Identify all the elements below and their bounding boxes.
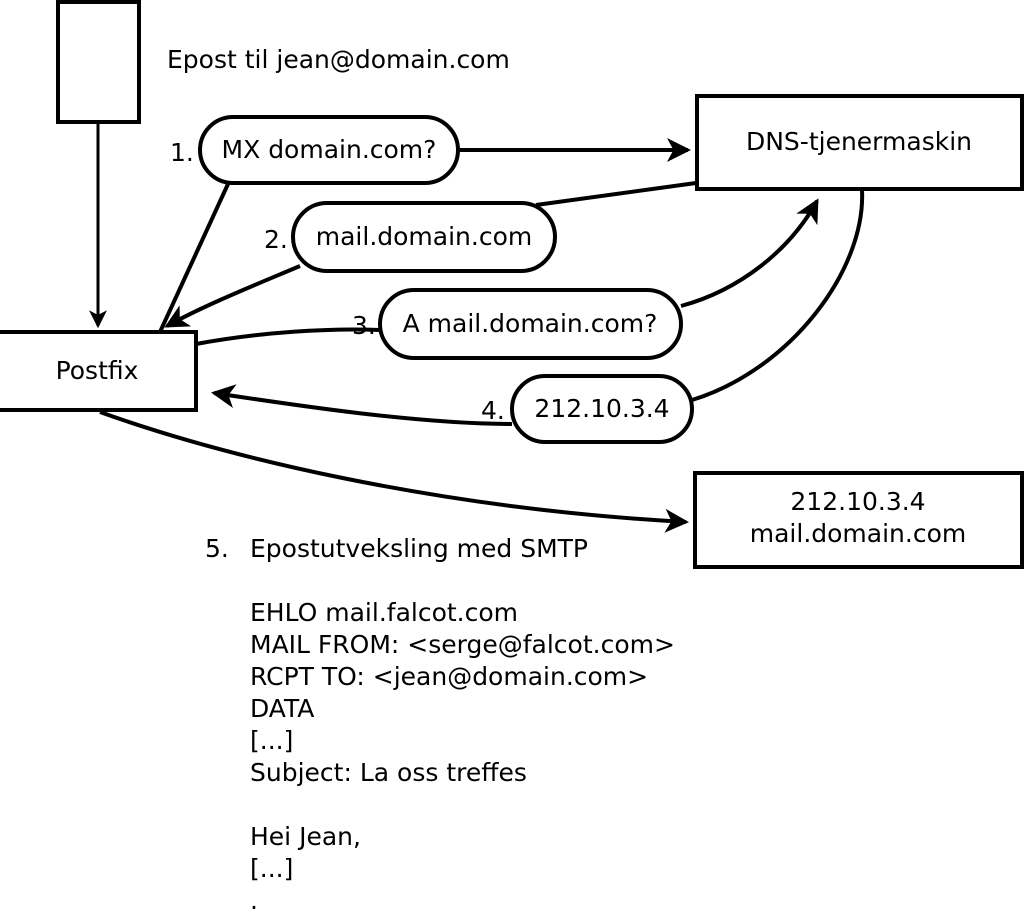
step-number-1: 1. bbox=[170, 138, 194, 167]
title-text: Epost til jean@domain.com bbox=[167, 45, 510, 74]
bubble-mx-query-label: MX domain.com? bbox=[222, 135, 437, 164]
bubble-a-answer[interactable] bbox=[510, 374, 694, 444]
bubble-a-query[interactable] bbox=[378, 288, 683, 360]
connector-dns-to-bubble4 bbox=[691, 189, 865, 402]
step-number-2: 2. bbox=[264, 225, 288, 254]
connector-postfix-to-target bbox=[99, 410, 689, 533]
smtp-line-4: [...] bbox=[250, 726, 293, 755]
target-mailserver-line1: 212.10.3.4 bbox=[790, 487, 925, 516]
dns-server-box[interactable] bbox=[695, 94, 1024, 191]
postfix-box[interactable] bbox=[0, 330, 198, 412]
target-mailserver-line2: mail.domain.com bbox=[750, 519, 966, 548]
connector-postfix-to-bubble3 bbox=[195, 327, 381, 346]
smtp-line-9: . bbox=[250, 886, 258, 915]
smtp-line-3: DATA bbox=[250, 694, 314, 723]
connector-bubble4-to-postfix bbox=[211, 384, 513, 426]
connector-dns-to-bubble2 bbox=[535, 181, 697, 207]
smtp-line-7: Hei Jean, bbox=[250, 822, 361, 851]
bubble-mx-query[interactable] bbox=[198, 115, 460, 185]
smtp-line-8: [...] bbox=[250, 854, 293, 883]
step-number-3: 3. bbox=[352, 311, 376, 340]
step-number-5: 5. bbox=[205, 534, 229, 563]
connector-bubble3-to-dns bbox=[680, 198, 819, 308]
smtp-line-2: RCPT TO: <jean@domain.com> bbox=[250, 662, 648, 691]
step-number-4: 4. bbox=[481, 396, 505, 425]
bubble-mx-answer[interactable] bbox=[291, 201, 557, 273]
bubble-a-answer-label: 212.10.3.4 bbox=[534, 394, 669, 423]
postfix-box-label: Postfix bbox=[56, 356, 139, 385]
bubble-mx-answer-label: mail.domain.com bbox=[316, 222, 532, 251]
sender-box[interactable] bbox=[56, 0, 141, 124]
smtp-line-0: EHLO mail.falcot.com bbox=[250, 598, 518, 627]
connector-bubble2-to-postfix bbox=[164, 264, 301, 328]
connector-postfix-to-bubble1 bbox=[158, 183, 230, 333]
dns-server-box-label: DNS-tjenermaskin bbox=[746, 127, 972, 156]
step5-label: Epostutveksling med SMTP bbox=[250, 534, 588, 563]
smtp-transcript: EHLO mail.falcot.com MAIL FROM: <serge@f… bbox=[250, 598, 675, 915]
bubble-a-query-label: A mail.domain.com? bbox=[403, 309, 658, 338]
smtp-line-1: MAIL FROM: <serge@falcot.com> bbox=[250, 630, 675, 659]
smtp-line-5: Subject: La oss treffes bbox=[250, 758, 527, 787]
target-mailserver-box[interactable] bbox=[693, 471, 1024, 569]
